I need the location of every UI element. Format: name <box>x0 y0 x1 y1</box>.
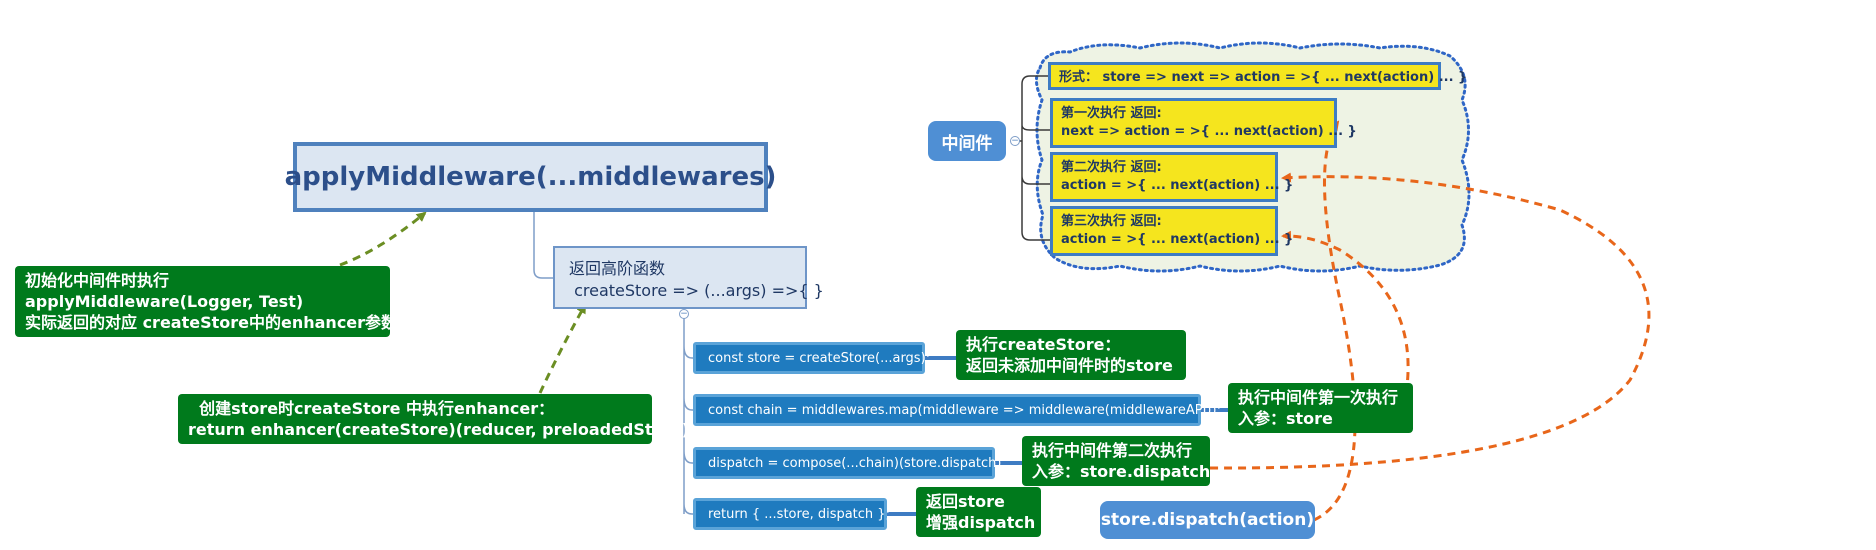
higher-order-function-node: 返回高阶函数 createStore => (...args) =>{ } <box>553 246 824 309</box>
middleware-third-return-box: 第三次执行 返回: action = >{ ... next(action) .… <box>1050 206 1293 256</box>
apply-middleware-root-node: applyMiddleware(...middlewares) <box>285 142 776 212</box>
hof-signature: createStore => (...args) =>{ } <box>569 281 824 300</box>
note-init-middleware: 初始化中间件时执行 applyMiddleware(Logger, Test) … <box>15 266 397 337</box>
code-step-text: dispatch = compose(...chain)(store.dispa… <box>708 455 1002 471</box>
middleware-node: 中间件 <box>928 121 1006 161</box>
collapse-toggle-icon[interactable]: − <box>1010 136 1020 146</box>
collapse-toggle-icon[interactable]: − <box>679 309 689 319</box>
middleware-second-return-box: 第二次执行 返回: action = >{ ... next(action) .… <box>1050 152 1293 202</box>
root-label: applyMiddleware(...middlewares) <box>284 162 777 192</box>
note-create-store: 执行createStore： 返回未添加中间件时的store <box>956 330 1186 380</box>
note-middleware-first-run: 执行中间件第一次执行 入参：store <box>1228 383 1413 433</box>
code-step-text: const store = createStore(...args); <box>708 350 931 366</box>
store-dispatch-label: store.dispatch(action) <box>1100 510 1315 530</box>
note-middleware-second-run: 执行中间件第二次执行 入参：store.dispatch <box>1022 436 1210 486</box>
code-step-dispatch: dispatch = compose(...chain)(store.dispa… <box>693 447 1001 479</box>
store-dispatch-node: store.dispatch(action) <box>1100 501 1315 539</box>
code-step-text: return { ...store, dispatch }; <box>708 506 890 522</box>
hof-title: 返回高阶函数 <box>569 259 666 278</box>
note-create-store-enhancer: 创建store时createStore 中执行enhancer： return … <box>178 394 696 444</box>
note-return-store: 返回store 增强dispatch <box>916 487 1041 537</box>
code-step-return: return { ...store, dispatch }; <box>693 498 890 530</box>
code-step-chain: const chain = middlewares.map(middleware… <box>693 394 1221 426</box>
middleware-form-box: 形式： store => next => action = >{ ... nex… <box>1048 62 1467 90</box>
middleware-label: 中间件 <box>941 133 993 154</box>
code-step-create-store: const store = createStore(...args); <box>693 342 930 374</box>
code-step-text: const chain = middlewares.map(middleware… <box>708 402 1221 418</box>
middleware-first-return-box: 第一次执行 返回: next => action = >{ ... next(a… <box>1050 98 1357 148</box>
